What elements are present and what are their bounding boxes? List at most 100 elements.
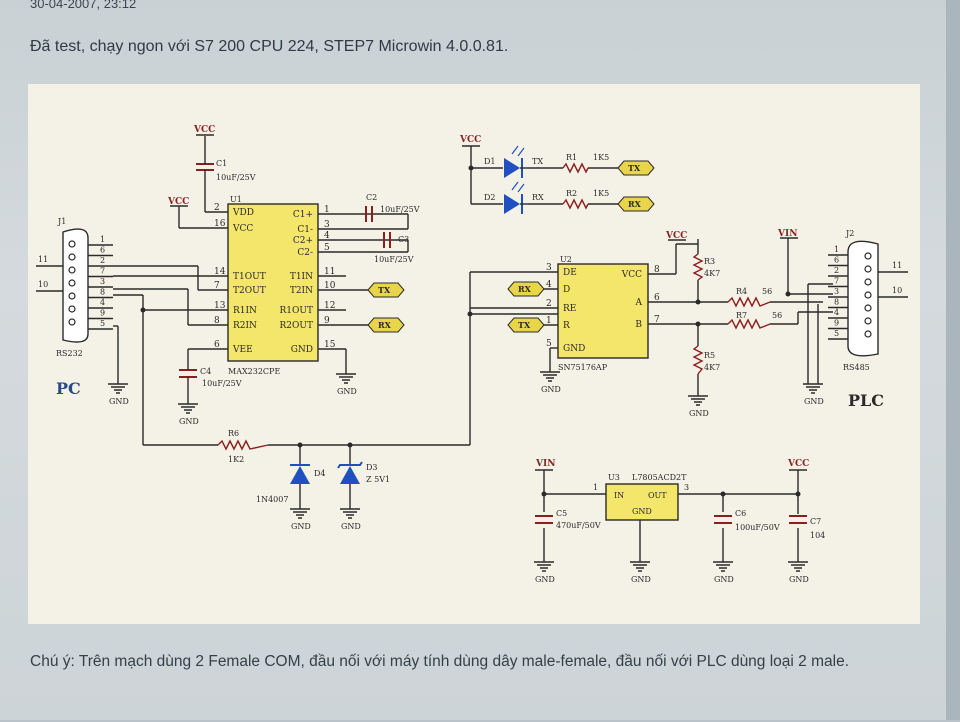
grounds: GND GND GND GND GND GND GND GND GND GND … (107, 371, 824, 584)
svg-text:GND: GND (789, 575, 809, 584)
j1-pin-number: 5 (100, 319, 105, 328)
j2-name: RS485 (843, 363, 870, 372)
vcc-label: VCC (167, 197, 189, 207)
u1-pin-number: 13 (214, 301, 226, 311)
cap-c6: C6 100uF/50V (714, 509, 780, 532)
u1-pin-name: T1OUT (233, 272, 266, 282)
svg-text:R5: R5 (704, 351, 715, 360)
j2-pin-number: 1 (834, 245, 839, 254)
u2-pin-name: GND (563, 344, 585, 354)
svg-text:R7: R7 (736, 311, 747, 320)
resistor-r2: R2 1K5 (562, 189, 609, 210)
vin-label: VIN (777, 229, 797, 239)
flag-rx-u1: RX (367, 317, 405, 333)
svg-text:U1: U1 (230, 195, 242, 204)
u2-pin-number: 6 (654, 293, 660, 303)
svg-text:GND: GND (109, 397, 129, 406)
u2-pin-number: 1 (546, 316, 552, 326)
j1-pin-number: 1 (100, 235, 105, 244)
flag-tx-u2: TX (507, 317, 545, 333)
svg-text:C4: C4 (200, 367, 211, 376)
u2-pin-name: VCC (621, 270, 642, 280)
svg-text:RX: RX (518, 284, 532, 294)
svg-text:OUT: OUT (648, 491, 667, 500)
resistor-r1: R1 1K5 (562, 153, 609, 174)
u1-pin-number: 6 (214, 340, 220, 350)
u1-pin-number: 12 (324, 301, 335, 311)
svg-text:D2: D2 (484, 193, 496, 202)
svg-text:J2: J2 (845, 229, 854, 238)
svg-text:10uF/25V: 10uF/25V (374, 255, 414, 264)
cap-c7: C7 104 (789, 515, 825, 540)
svg-text:R2: R2 (566, 189, 577, 198)
svg-text:C7: C7 (810, 517, 821, 526)
pc-side-label: PC (56, 379, 81, 398)
flag-rx-u2: RX (507, 281, 545, 297)
u1-pin-number: 5 (324, 243, 330, 253)
vin-label: VIN (535, 459, 555, 469)
svg-text:TX: TX (532, 157, 543, 166)
svg-text:10uF/25V: 10uF/25V (202, 379, 242, 388)
j2-pin-number: 5 (834, 329, 839, 338)
u1-pin-number: 10 (324, 281, 336, 291)
regulator-u3: U3 L7805ACD2T IN OUT GND 1 3 (593, 473, 689, 521)
svg-text:GND: GND (535, 575, 555, 584)
j1-pin-number: 3 (100, 277, 105, 286)
svg-text:GND: GND (804, 397, 824, 406)
u2-pin-name: A (635, 298, 643, 308)
svg-text:TX: TX (518, 320, 531, 330)
led-d1: D1 TX (484, 145, 543, 178)
schematic-image: VCC VCC VCC VCC VIN VIN VCC GND GND GND (28, 84, 920, 624)
u2-pin-number: 5 (546, 339, 552, 349)
flag-rx-led: RX (617, 196, 655, 212)
svg-text:1K2: 1K2 (228, 455, 244, 464)
u1-pin-number: 15 (324, 340, 336, 350)
resistors: R1 1K5 R2 1K5 R3 4K7 R4 56 (217, 153, 782, 464)
svg-text:470uF/50V: 470uF/50V (556, 521, 601, 530)
svg-text:1: 1 (593, 483, 598, 492)
svg-text:C1: C1 (216, 159, 227, 168)
u1-pin-number: 9 (324, 316, 330, 326)
post-timestamp: 30-04-2007, 23:12 (30, 0, 137, 11)
u1-pin-name: GND (291, 345, 313, 355)
cap-c1: C1 10uF/25V (196, 156, 256, 182)
cap-c3: C3 10uF/25V (374, 232, 414, 264)
u1-pin-number: 8 (214, 316, 220, 326)
j2-pin-number: 7 (834, 277, 839, 286)
j1-pin-number: 7 (100, 267, 105, 276)
j2-net-11: 11 (892, 261, 902, 270)
power-labels: VCC VCC VCC VCC VIN VIN VCC (167, 125, 809, 471)
u1-pin-name: VCC (232, 224, 253, 234)
j1-net-10: 10 (38, 280, 48, 289)
u1-pin-name: C1+ (293, 210, 313, 220)
junctions (140, 165, 801, 497)
svg-text:10uF/25V: 10uF/25V (380, 205, 420, 214)
svg-text:10uF/25V: 10uF/25V (216, 173, 256, 182)
vcc-label: VCC (459, 135, 481, 145)
u1-pin-number: 7 (214, 281, 220, 291)
svg-text:D3: D3 (366, 463, 378, 472)
flag-tx-led: TX (617, 160, 655, 176)
u2-pin-name: R (563, 321, 570, 331)
svg-text:D4: D4 (314, 469, 326, 478)
u1-pin-name: VEE (232, 345, 253, 355)
svg-text:GND: GND (689, 409, 709, 418)
scrollbar[interactable] (946, 0, 960, 720)
j1-pin-number: 6 (100, 246, 105, 255)
u1-pin-name: T2OUT (233, 286, 266, 296)
svg-text:1K5: 1K5 (593, 189, 609, 198)
svg-text:IN: IN (614, 491, 624, 500)
resistor-r7: R7 56 (727, 311, 782, 330)
flag-tx-u1: TX (367, 282, 405, 298)
u1-pin-name: R2IN (233, 321, 257, 331)
u1-pin-number: 14 (214, 267, 226, 277)
svg-text:R3: R3 (704, 257, 715, 266)
u1-pin-number: 1 (324, 205, 330, 215)
u1-pin-number: 3 (324, 220, 330, 230)
u1-pin-name: R2OUT (280, 321, 313, 331)
u1-pins: VDD2VCC16T1OUT14T2OUT7R1IN13R2IN8VEE6C1+… (214, 203, 336, 355)
j1-pin-number: 2 (100, 256, 105, 265)
